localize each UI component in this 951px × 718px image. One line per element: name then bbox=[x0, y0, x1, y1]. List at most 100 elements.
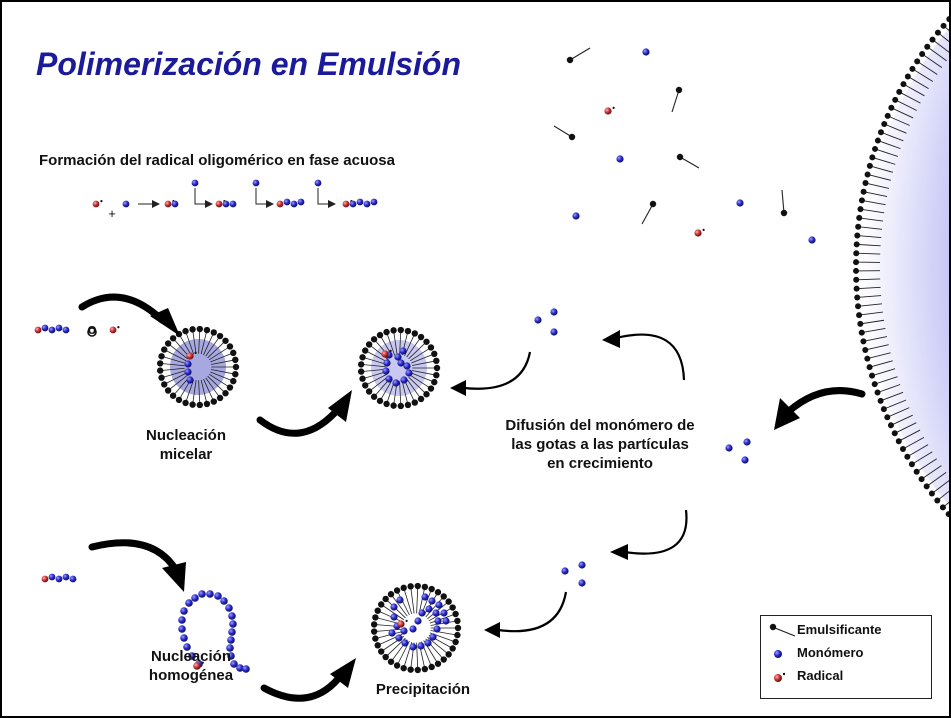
monomer-icon bbox=[228, 628, 236, 636]
monomer-icon bbox=[55, 575, 63, 583]
radical-icon bbox=[774, 672, 786, 682]
difusion-line-1: Difusión del monómero de bbox=[505, 417, 695, 434]
radical-icon bbox=[604, 106, 615, 115]
monomer-icon bbox=[242, 665, 250, 673]
difusion-line-2: las gotas a las partículas bbox=[511, 436, 689, 453]
monomer-icon bbox=[397, 359, 405, 367]
monomer-icon bbox=[428, 597, 436, 605]
legend-emulsificante-text: Emulsificante bbox=[797, 622, 882, 637]
monomer-icon bbox=[616, 155, 624, 163]
precipitacion-label: Precipitación bbox=[375, 681, 471, 698]
monomer-icon bbox=[227, 636, 235, 644]
monomer-icon bbox=[178, 616, 186, 624]
arrow-droplet-up bbox=[602, 330, 686, 381]
particles-group bbox=[34, 308, 751, 674]
monomer-icon bbox=[435, 601, 443, 609]
scheme-subtitle: Formación del radical oligomérico en fas… bbox=[39, 152, 395, 169]
monomer-icon bbox=[191, 179, 199, 187]
monomer-icon bbox=[290, 200, 298, 208]
monomer-icon bbox=[55, 324, 63, 332]
micelle-nucleation bbox=[156, 325, 240, 409]
monomer-icon bbox=[383, 359, 391, 367]
plus-sign: + bbox=[108, 206, 116, 221]
nucleacion-homogenea-line-1: Nucleación bbox=[150, 648, 232, 665]
monomer-icon bbox=[429, 633, 437, 641]
monomer-icon bbox=[62, 326, 70, 334]
scheme-arrow-3 bbox=[252, 179, 274, 208]
monomer-icon bbox=[228, 612, 236, 620]
legend-item-monomero: Monómero bbox=[761, 645, 931, 663]
monomer-icon bbox=[736, 199, 744, 207]
monomer-icon bbox=[283, 198, 291, 206]
monomer-icon bbox=[48, 573, 56, 581]
arrow-micelle-to-particle bbox=[256, 390, 352, 437]
radical-icon bbox=[92, 200, 103, 208]
monomer-icon bbox=[388, 629, 396, 637]
monomer-icon bbox=[725, 444, 733, 452]
monomero-icon bbox=[774, 650, 782, 658]
nucleacion-homogenea-label: Nucleación homogénea bbox=[136, 647, 246, 685]
arrow-to-coil bbox=[88, 539, 186, 592]
monomer-icon bbox=[122, 200, 130, 208]
monomer-icon bbox=[578, 561, 586, 569]
monomer-icon bbox=[229, 620, 237, 628]
monomer-icon bbox=[363, 200, 371, 208]
monomer-icon bbox=[69, 575, 77, 583]
nucleacion-micelar-line-2: micelar bbox=[159, 446, 213, 463]
or-sign: o bbox=[87, 321, 97, 338]
process-arrows bbox=[78, 293, 866, 702]
monomer-icon bbox=[432, 609, 440, 617]
monomer-icon bbox=[385, 375, 393, 383]
monomer-icon bbox=[642, 48, 650, 56]
monomer-icon bbox=[399, 347, 407, 355]
monomer-icon bbox=[395, 634, 403, 642]
monomer-icon bbox=[561, 567, 569, 575]
monomer-icon bbox=[171, 200, 179, 208]
monomer-icon bbox=[48, 326, 56, 334]
monomer-icon bbox=[440, 609, 448, 617]
monomer-icon bbox=[225, 604, 233, 612]
difusion-label: Difusión del monómero de las gotas a las… bbox=[480, 416, 720, 473]
monomer-icon bbox=[226, 644, 234, 652]
monomer-icon bbox=[396, 596, 404, 604]
monomer-icon bbox=[191, 594, 199, 602]
surfactant-icon bbox=[641, 200, 657, 225]
monomer-icon bbox=[434, 617, 442, 625]
radical-icon bbox=[397, 619, 408, 628]
arrow-monomer-to-particle bbox=[450, 351, 532, 396]
monomer-icon bbox=[184, 360, 192, 368]
monomer-icon bbox=[403, 362, 411, 370]
monomer-icon bbox=[390, 613, 398, 621]
monomer-icon bbox=[421, 593, 429, 601]
monomer-icon bbox=[227, 652, 235, 660]
monomer-icon bbox=[222, 200, 230, 208]
monomer-icon bbox=[400, 376, 408, 384]
monomer-icon bbox=[572, 212, 580, 220]
monomer-icon bbox=[390, 603, 398, 611]
surfactant-icon bbox=[566, 47, 591, 64]
arrow-monomer-to-precipitate bbox=[484, 591, 568, 638]
monomer-icon bbox=[400, 627, 408, 635]
legend-item-radical: Radical bbox=[761, 668, 931, 686]
monomer-icon bbox=[433, 625, 441, 633]
monomer-icon bbox=[382, 367, 390, 375]
monomer-icon bbox=[417, 642, 425, 650]
monomer-icon bbox=[198, 590, 206, 598]
monomer-icon bbox=[297, 198, 305, 206]
monomer-icon bbox=[425, 605, 433, 613]
monomer-icon bbox=[409, 643, 417, 651]
or-circle bbox=[87, 327, 97, 337]
legend-item-emulsificante: Emulsificante bbox=[761, 622, 931, 640]
monomer-icon bbox=[62, 573, 70, 581]
nucleacion-homogenea-line-2: homogénea bbox=[148, 667, 234, 684]
difusion-line-3: en crecimiento bbox=[547, 455, 653, 472]
monomer-icon bbox=[252, 179, 260, 187]
legend-monomero-text: Monómero bbox=[797, 645, 864, 660]
growing-particle bbox=[357, 326, 441, 410]
monomer-icon bbox=[186, 376, 194, 384]
monomer-icon bbox=[214, 592, 222, 600]
monomer-icon bbox=[578, 579, 586, 587]
monomer-icon bbox=[314, 179, 322, 187]
monomer-icon bbox=[188, 652, 196, 660]
